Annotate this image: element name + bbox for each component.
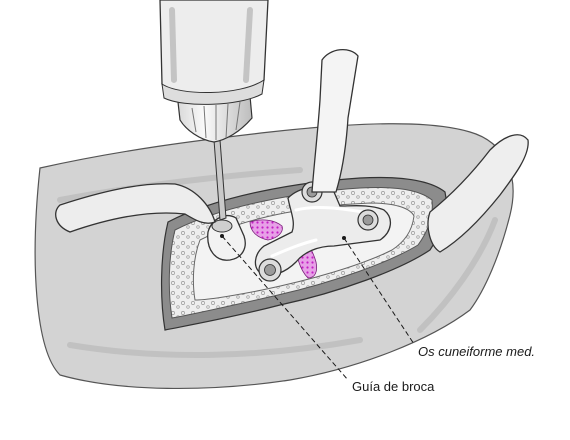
drill-collar: [161, 78, 265, 105]
leader-line-cuneiform: [343, 237, 415, 345]
drill-guide-opening: [211, 219, 233, 233]
cuneiform-label: Os cuneiforme med.: [418, 344, 536, 359]
leader-dot-cuneiform: [342, 236, 346, 240]
retractor-left: [55, 183, 216, 233]
bone-plate: [254, 186, 391, 276]
cartilage-left: [249, 219, 283, 241]
retractor-right: [427, 134, 529, 253]
retractor-top: [311, 49, 359, 193]
skin-shading: [57, 167, 498, 359]
leader-dot-drill-guide: [220, 234, 224, 238]
drill-guide-label: Guía de broca: [352, 379, 435, 394]
drill-body-shading: [169, 7, 253, 83]
drill-chuck: [177, 95, 253, 143]
screw-right: [357, 209, 379, 231]
screw-bottom: [258, 258, 282, 282]
drill-chuck-grooves: [191, 101, 241, 140]
